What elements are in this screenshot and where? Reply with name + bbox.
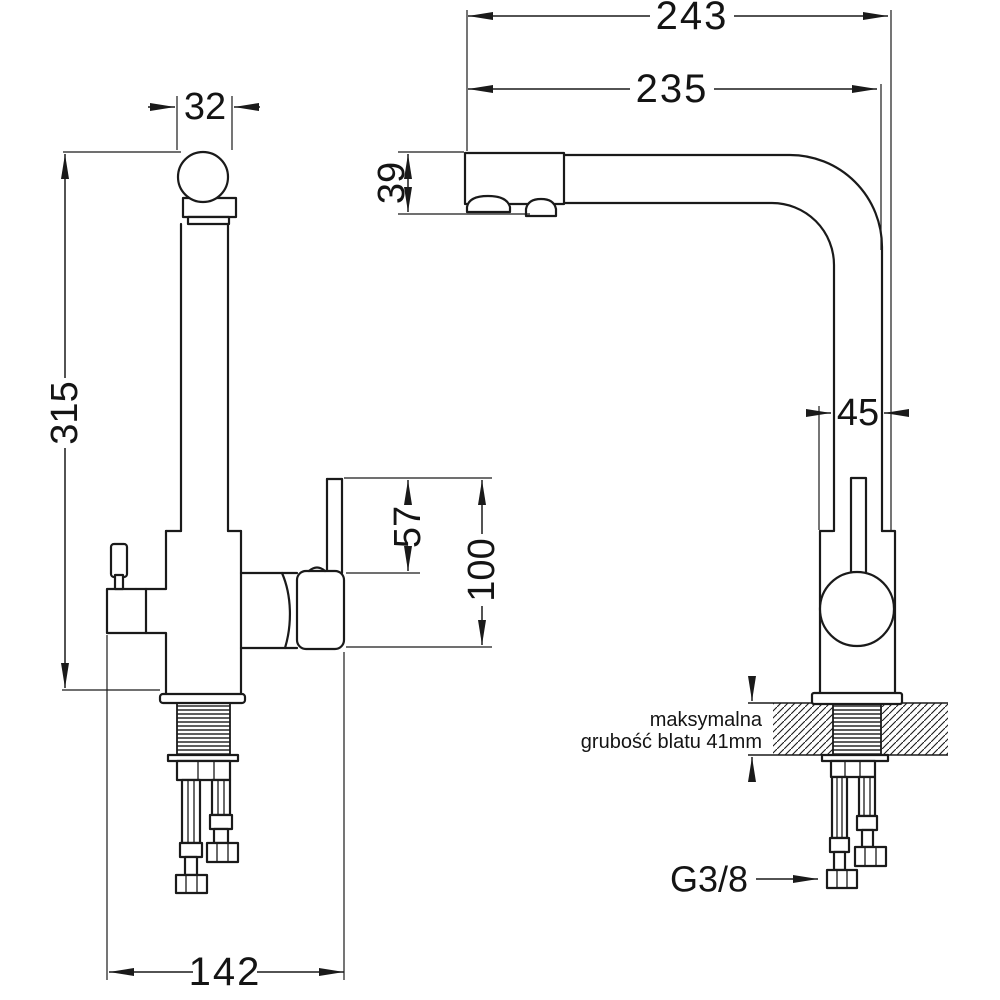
- countertop-thickness-callout: maksymalna grubość blatu 41mm: [581, 676, 763, 782]
- dim-body-diameter-label: 45: [837, 392, 879, 434]
- hose-thin: [832, 850, 847, 872]
- flow-switch: [524, 197, 558, 218]
- countertop-note-line1: maksymalna: [650, 709, 763, 731]
- hose-tube: [857, 775, 877, 818]
- thread-callout: G3/8: [670, 859, 818, 900]
- hose-tube: [830, 775, 849, 840]
- front-view: [105, 150, 346, 895]
- side-view: [463, 151, 948, 890]
- supply-hose-right-side: [853, 775, 888, 868]
- side-arm: [239, 571, 299, 650]
- hose-nut: [205, 841, 240, 864]
- hose-thin: [183, 855, 199, 877]
- countertop-note-line2: grubość blatu 41mm: [581, 731, 762, 753]
- dim-body-diameter: 45: [806, 392, 909, 530]
- dim-total-depth: 243: [466, 0, 892, 530]
- hose-nut: [174, 873, 209, 895]
- hose-nut-facets: [216, 843, 229, 862]
- base-plate: [158, 692, 247, 705]
- dim-base-span-label: 142: [189, 950, 262, 994]
- mounting-thread-side: [832, 703, 882, 756]
- dim-knob-width-label: 32: [184, 86, 226, 128]
- supply-hose-right: [205, 778, 240, 864]
- hose-nut-facets: [836, 870, 848, 888]
- dim-spout-depth-label: 235: [636, 67, 709, 111]
- supply-hose-left-side: [825, 775, 859, 890]
- hose-thin: [212, 827, 230, 845]
- nut-facets-side: [844, 761, 861, 777]
- base-plate-side: [810, 691, 904, 706]
- knob-collar-lip: [186, 215, 231, 226]
- dim-spout-head-height: 39: [371, 151, 530, 215]
- dim-ext-lines: [176, 96, 233, 150]
- dim-ext-lines: [466, 10, 892, 530]
- hose-nut-facets: [864, 847, 877, 866]
- hose-nut: [853, 845, 888, 868]
- hose-braid: [863, 777, 871, 816]
- dim-total-height-label: 315: [44, 381, 86, 444]
- hose-braid: [836, 777, 843, 838]
- nut-facets: [197, 761, 215, 780]
- dim-ext-lines: [106, 635, 345, 980]
- dim-ext-lines: [62, 151, 181, 691]
- hose-coupler: [178, 841, 204, 859]
- thread-label: G3/8: [670, 859, 748, 900]
- handle-neck: [280, 571, 292, 650]
- dim-spout-head-height-label: 39: [371, 162, 413, 204]
- dim-ext-lines: [344, 477, 492, 574]
- dim-side-handle-height-label: 100: [461, 538, 503, 601]
- dim-total-height: 315: [44, 151, 181, 691]
- countertop: [748, 702, 948, 756]
- mounting-nut-side: [829, 759, 877, 779]
- hose-nut: [825, 868, 859, 890]
- dim-spout-depth: 235: [468, 67, 882, 250]
- hose-braid: [217, 780, 225, 815]
- dim-base-span: 142: [106, 635, 345, 994]
- mounting-thread: [176, 702, 231, 756]
- dim-ext-lines: [398, 151, 530, 215]
- dim-side-lever-height: 57: [344, 477, 492, 574]
- dim-total-depth-label: 243: [656, 0, 729, 38]
- countertop-hatch-right: [881, 703, 948, 755]
- handle-bump: [307, 566, 327, 573]
- countertop-hatch-left: [773, 703, 833, 755]
- riser-pipe: [179, 222, 230, 533]
- supply-hose-left: [174, 778, 209, 895]
- dim-side-lever-height-label: 57: [387, 506, 429, 548]
- side-handle: [295, 569, 346, 651]
- hose-tube: [180, 778, 202, 845]
- ball-joint: [818, 570, 896, 648]
- hose-coupler: [855, 814, 879, 832]
- hose-braid: [187, 780, 195, 843]
- handle-knob: [176, 150, 230, 204]
- mounting-nut: [175, 759, 232, 782]
- hose-thin: [860, 828, 875, 849]
- dim-knob-width: 32: [148, 86, 260, 150]
- spout-pipe-inner: [562, 201, 836, 533]
- dim-side-handle-height: 100: [346, 480, 503, 648]
- hose-nut-facets: [185, 875, 198, 893]
- filter-lever: [109, 542, 129, 579]
- hose-coupler: [828, 836, 851, 854]
- hose-tube: [210, 778, 232, 817]
- hose-coupler: [208, 813, 234, 831]
- control-lever: [849, 476, 868, 577]
- filter-lever-stem: [113, 573, 125, 591]
- aerator: [465, 194, 512, 214]
